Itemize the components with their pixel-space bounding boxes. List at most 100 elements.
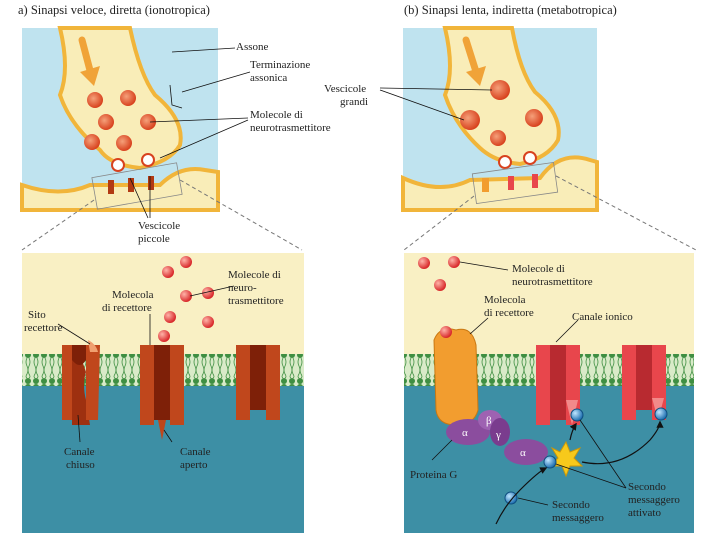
second-messenger [543,455,557,469]
label-secondo-messaggero-1: Secondo [552,499,590,511]
leader-line [431,439,453,461]
closed-channel [62,340,100,425]
receptors-b [482,174,538,192]
label-vescicole-grandi-2: grandi [340,96,368,108]
neurotransmitter-molecule [202,316,214,328]
large-vesicle [490,80,510,100]
vesicle [84,134,100,150]
second-messenger [504,491,518,505]
label-vescicole-grandi-1: Vescicole [324,83,366,95]
label-assone: Assone [236,41,269,53]
vesicle [525,109,543,127]
label-alpha-activated: α [520,447,526,459]
label-terminazione-1: Terminazione [250,59,310,71]
leader-line [517,497,549,506]
label-molecola-1: Molecola [112,289,154,301]
leader-line [579,419,627,489]
vesicles-a [84,90,156,172]
label-vescicole-piccole-1: Vescicole [138,220,180,232]
label-secondo-messaggero-2: messaggero [552,512,604,524]
leader-line [555,463,627,489]
zoom-line [179,179,303,251]
panel-b-bottom [404,253,694,533]
label-canale-chiuso-2: chiuso [66,459,95,471]
label-b-molecola-1: Molecola [484,294,526,306]
panel-a-bottom [22,253,304,533]
activated-second-messenger [570,408,584,422]
label-proteina-g: Proteina G [410,469,457,481]
zoom-line [555,175,697,251]
zoom-box [91,162,183,210]
label-molecole-neuro-2: neuro- [228,282,257,294]
label-b-molecole-1: Molecole di [512,263,565,275]
postsynaptic-cell [20,167,220,212]
channel [236,345,280,420]
vesicle [140,114,156,130]
neurotransmitter-molecule [418,257,430,269]
leader-line [555,319,579,343]
activation-burst-icon [548,440,584,478]
label-beta: β [486,415,492,427]
zoom-line [403,195,475,251]
bracket [169,84,183,109]
g-protein [446,410,548,465]
neurotransmitter-molecule [448,256,460,268]
receptors-a [108,176,154,194]
panel-b-title: (b) Sinapsi lenta, indiretta (metabotrop… [404,3,617,17]
vesicle [120,90,136,106]
leader-line [189,285,235,297]
ion-channel [536,345,580,425]
docked-vesicle [498,155,512,169]
ion-channel [622,345,666,420]
receptor [482,178,489,192]
leader-line [181,71,251,93]
axon-arrowhead-icon [80,66,100,86]
receptor [128,178,134,192]
neurotransmitter-molecule [434,279,446,291]
label-secondo-attivato-3: attivato [628,507,661,519]
docked-vesicle [141,153,155,167]
neurotransmitter-molecules-b [418,256,460,338]
leader-line [459,261,509,271]
label-b-molecola-2: di recettore [484,307,534,319]
label-sito-1: Sito [28,309,46,321]
pathway-arrow [495,467,548,525]
leader-line [57,323,91,345]
label-molecola-2: di recettore [102,302,152,314]
open-channel [140,345,184,440]
label-canale-ionico: Canale ionico [572,311,633,323]
vesicle [490,130,506,146]
label-canale-aperto-2: aperto [180,459,208,471]
panel-a-top [20,26,251,219]
neurotransmitter-molecule [440,326,452,338]
label-gamma: γ [495,429,501,441]
vesicle [87,92,103,108]
large-vesicle [460,110,480,130]
neurotransmitter-molecule [162,266,174,278]
label-molecole-neuro-1: Molecole di [228,269,281,281]
neurotransmitter-molecule [164,311,176,323]
receptor [532,174,538,188]
pathway-arrow [581,420,664,465]
label-molecole-a-2: neurotrasmettitore [250,122,331,134]
label-alpha: α [462,427,468,439]
panel-b-top [379,26,599,212]
neurotransmitter-molecules-a [158,256,214,342]
label-secondo-attivato-1: Secondo [628,481,666,493]
vesicle [98,114,114,130]
pathway-arrow [569,422,577,441]
receptor-molecule [433,328,479,426]
zoom-box [471,161,559,205]
neurotransmitter-molecule [202,287,214,299]
postsynaptic-cell [401,155,599,212]
vesicles-b [460,80,543,169]
label-secondo-attivato-2: messaggero [628,494,680,506]
receptor [108,180,114,194]
receptor [148,176,154,190]
g-protein-alpha [446,419,490,445]
activated-alpha-subunit [504,439,548,465]
neurotransmitter-molecule [158,330,170,342]
panel-a-title: a) Sinapsi veloce, diretta (ionotropica) [18,3,210,17]
leader-line [171,47,236,53]
